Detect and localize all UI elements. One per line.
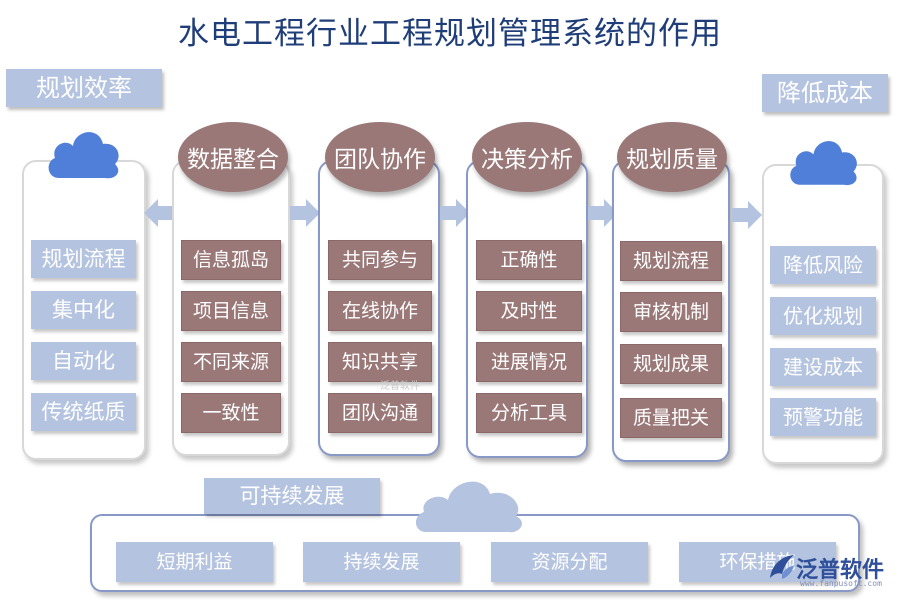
cost-reduction-label: 降低成本 — [762, 74, 888, 112]
left-item: 传统纸质 — [31, 393, 136, 431]
right-item: 建设成本 — [770, 348, 876, 386]
bottom-item: 环保措施 — [679, 542, 836, 582]
efficiency-label: 规划效率 — [6, 69, 162, 107]
column-item: 质量把关 — [620, 398, 722, 438]
bottom-item: 短期利益 — [116, 542, 273, 582]
column-item: 项目信息 — [181, 291, 281, 331]
left-arrow-icon — [144, 199, 176, 227]
column-item: 在线协作 — [328, 291, 432, 331]
left-item: 自动化 — [31, 342, 136, 380]
right-item: 降低风险 — [770, 246, 876, 284]
page-title: 水电工程行业工程规划管理系统的作用 — [178, 16, 722, 52]
column-heading: 数据整合 — [178, 122, 288, 192]
right-item: 预警功能 — [770, 398, 876, 436]
right-arrow-icon — [588, 199, 618, 227]
column-item: 审核机制 — [620, 292, 722, 332]
column-heading: 团队协作 — [325, 122, 435, 192]
cloud-icon — [415, 481, 522, 533]
right-item: 优化规划 — [770, 297, 876, 335]
column-item: 团队沟通 — [328, 393, 432, 433]
column-item: 规划流程 — [620, 241, 722, 281]
left-item: 集中化 — [31, 291, 136, 329]
column-item: 信息孤岛 — [181, 240, 281, 280]
watermark: 泛普软件 — [380, 381, 420, 392]
column-item: 正确性 — [476, 240, 582, 280]
right-arrow-icon — [732, 201, 762, 229]
column-item: 共同参与 — [328, 240, 432, 280]
column-heading: 决策分析 — [472, 122, 582, 192]
bottom-item: 资源分配 — [491, 542, 648, 582]
logo-url: www.fanpusoft.com — [800, 579, 882, 588]
logo-text: 泛普软件 — [796, 558, 885, 583]
bottom-item: 持续发展 — [303, 542, 460, 582]
column-item: 不同来源 — [181, 342, 281, 382]
right-arrow-icon — [290, 199, 320, 227]
sustainability-label: 可持续发展 — [204, 478, 380, 514]
cloud-icon — [790, 141, 857, 186]
column-item: 知识共享 — [328, 342, 432, 382]
right-arrow-icon — [440, 199, 470, 227]
column-item: 规划成果 — [620, 344, 722, 384]
column-item: 分析工具 — [476, 393, 582, 433]
column-item: 及时性 — [476, 291, 582, 331]
left-item: 规划流程 — [31, 240, 136, 278]
column-item: 一致性 — [181, 393, 281, 433]
column-heading: 规划质量 — [617, 122, 727, 192]
column-item: 进展情况 — [476, 342, 582, 382]
cloud-icon — [48, 132, 119, 179]
logo-icon — [770, 555, 794, 579]
